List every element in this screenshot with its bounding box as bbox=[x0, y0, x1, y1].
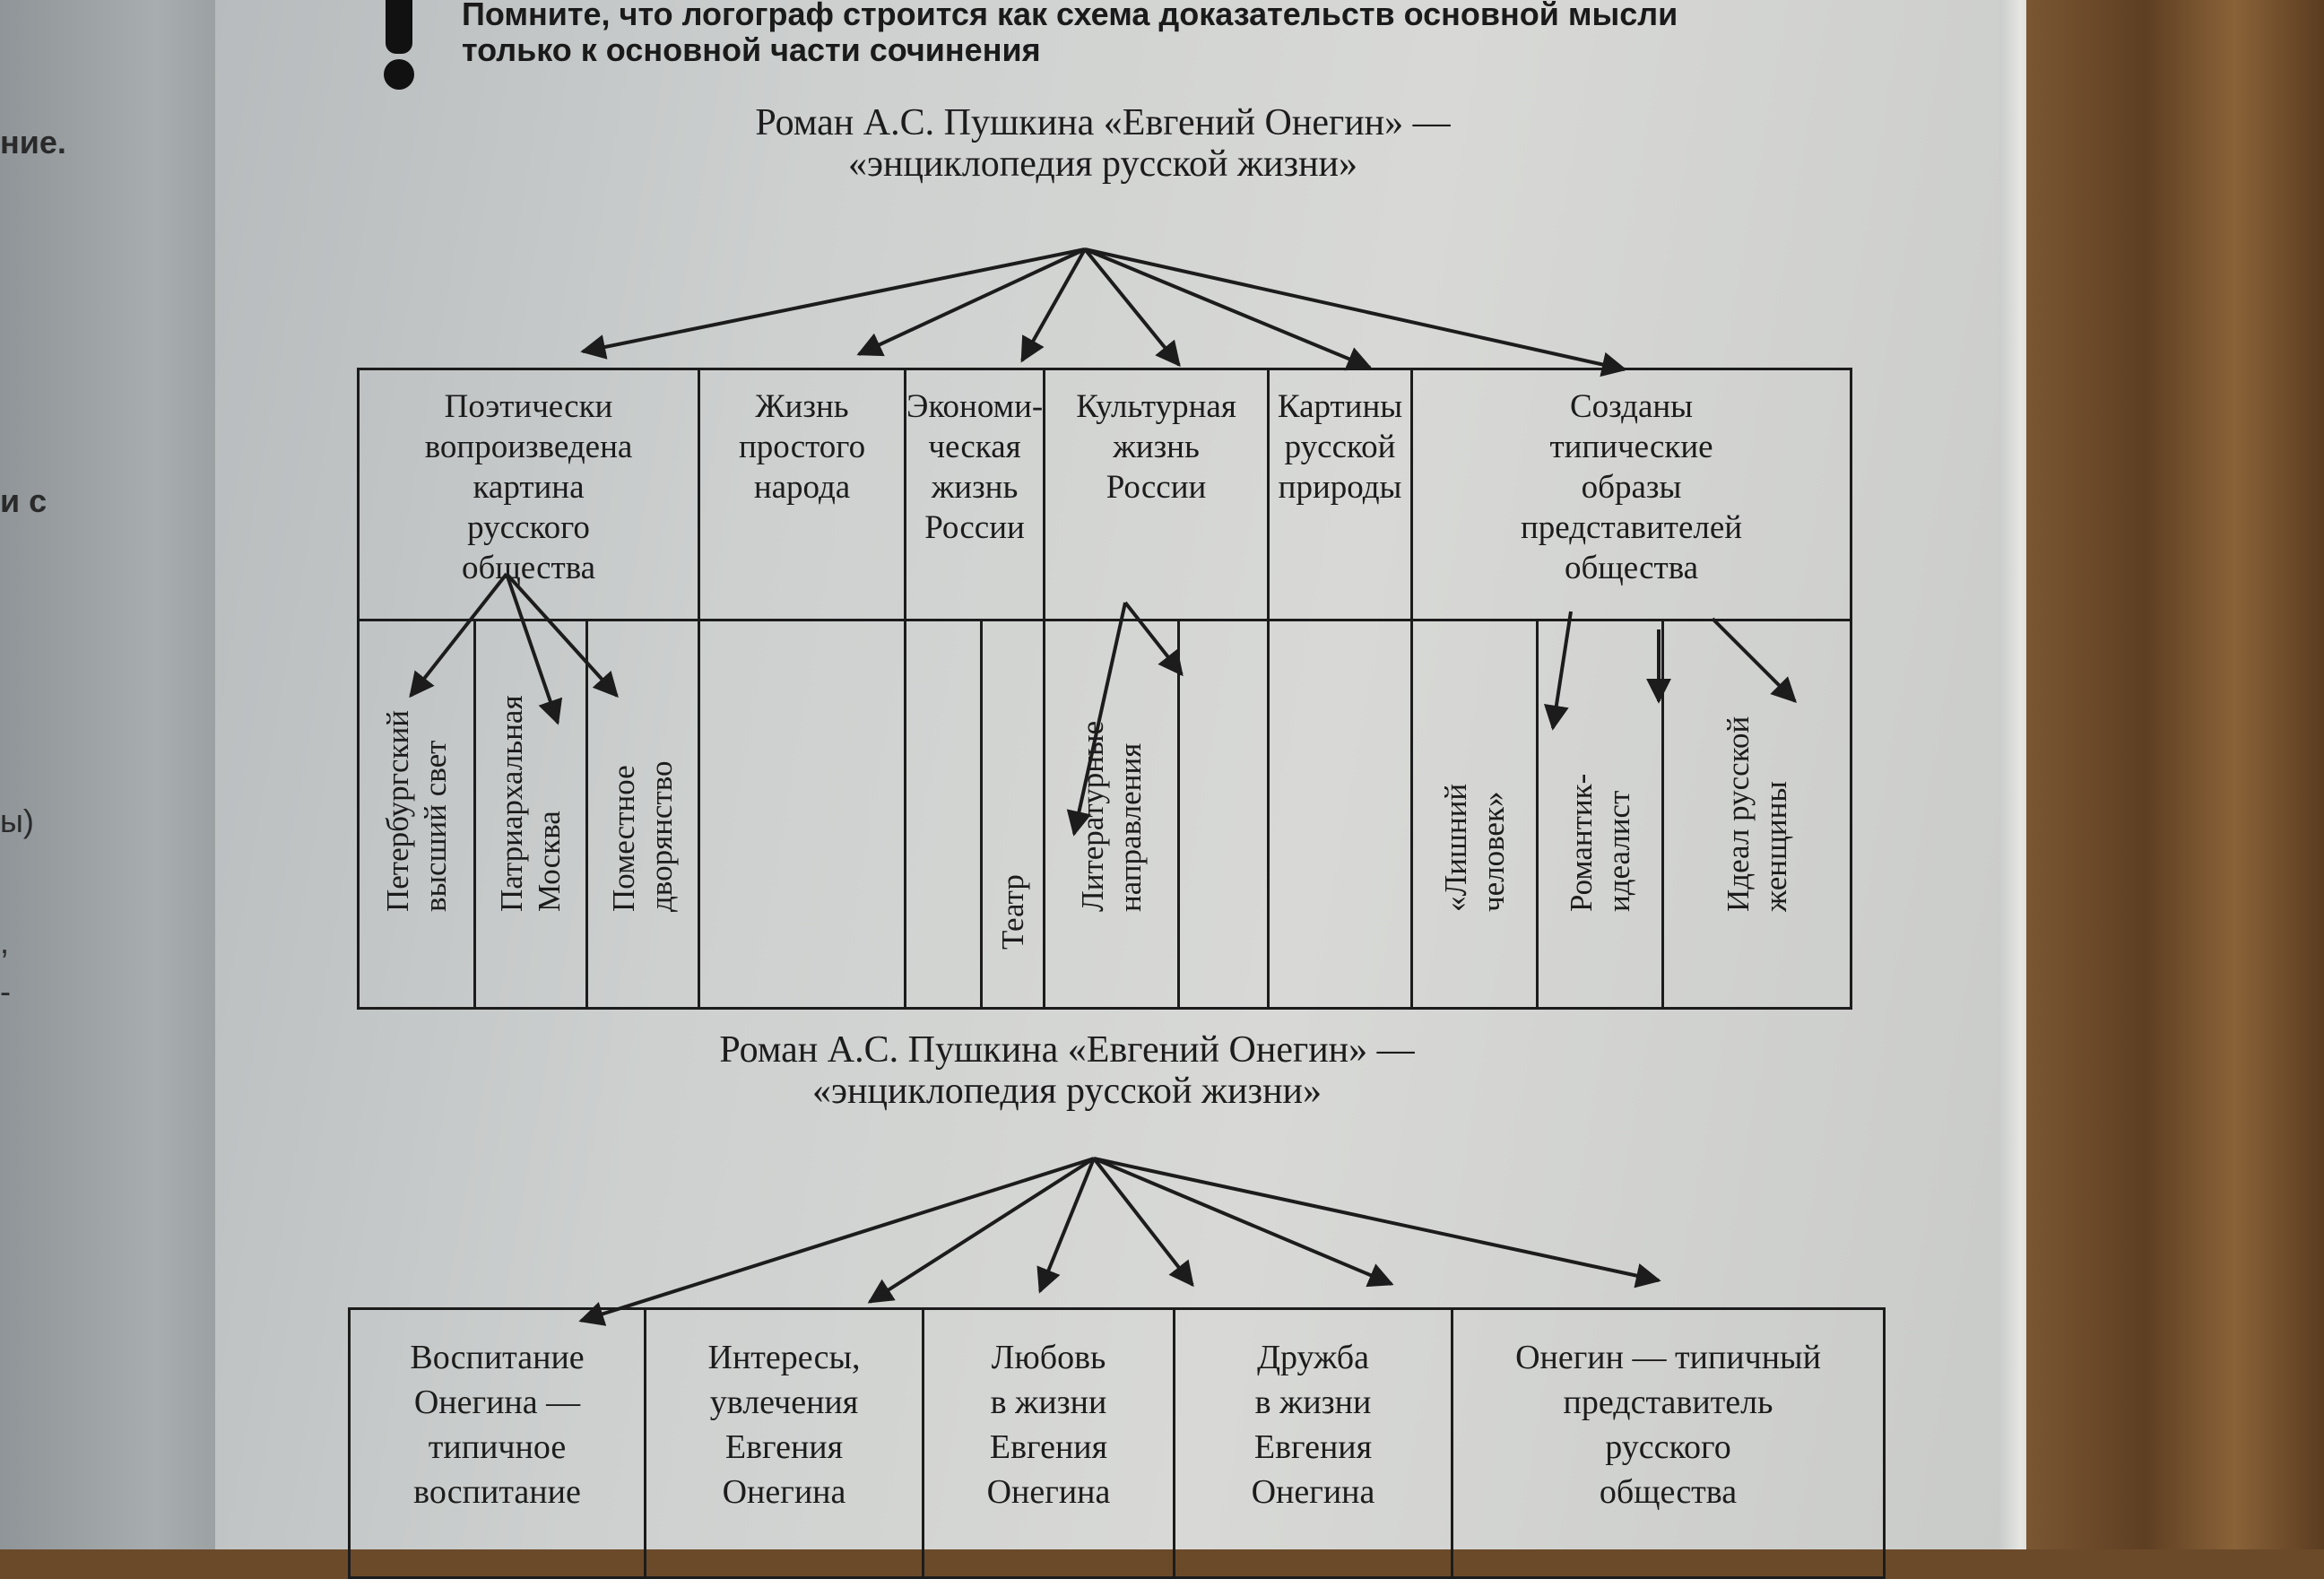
arrow bbox=[1066, 602, 1127, 837]
side-fragment: , bbox=[0, 924, 10, 960]
reminder-note: Помните, что логограф строится как схема… bbox=[462, 0, 1896, 68]
wooden-table bbox=[2026, 0, 2324, 1549]
arrow bbox=[505, 572, 619, 698]
side-fragment: ы) bbox=[0, 803, 34, 839]
arrow bbox=[409, 572, 508, 698]
arrow bbox=[1093, 1157, 1394, 1288]
subitem-empty bbox=[904, 619, 984, 1010]
arrow bbox=[1020, 248, 1087, 363]
arrow bbox=[1084, 247, 1373, 371]
exclamation-icon bbox=[377, 0, 421, 90]
arrow bbox=[1084, 247, 1627, 377]
diagram1-title: Роман А.С. Пушкина «Евгений Онегин» — «э… bbox=[755, 102, 1451, 185]
subitem-empty bbox=[698, 619, 907, 1010]
arrow bbox=[1036, 1158, 1096, 1294]
arrow bbox=[1092, 1157, 1194, 1288]
arrow bbox=[1711, 617, 1797, 703]
note-line-1: Помните, что логограф строится как схема… bbox=[462, 0, 1678, 32]
note-line-2: только к основной части сочинения bbox=[462, 31, 1041, 68]
side-fragment: - bbox=[0, 973, 11, 1010]
side-fragment: ние. bbox=[0, 124, 66, 161]
left-page: ние. и с ы) , - bbox=[0, 0, 224, 1549]
arrow bbox=[1543, 611, 1573, 731]
subitem-empty bbox=[1267, 619, 1414, 1010]
side-fragment: и с bbox=[0, 482, 48, 519]
subitem-theatre: Театр bbox=[980, 619, 1046, 1010]
subitem-romantic: Романтик-идеалист bbox=[1536, 619, 1665, 1010]
arrow bbox=[505, 573, 563, 725]
arrow bbox=[856, 247, 1086, 357]
arrow bbox=[867, 1157, 1096, 1304]
arrow bbox=[578, 1157, 1095, 1326]
arrow bbox=[580, 247, 1086, 360]
diagram2-title: Роман А.С. Пушкина «Евгений Онегин» — «э… bbox=[719, 1029, 1415, 1112]
arrow bbox=[1093, 1157, 1661, 1288]
subitem-empty bbox=[1177, 619, 1270, 1010]
arrow bbox=[1123, 601, 1184, 677]
arrow bbox=[1083, 247, 1181, 368]
